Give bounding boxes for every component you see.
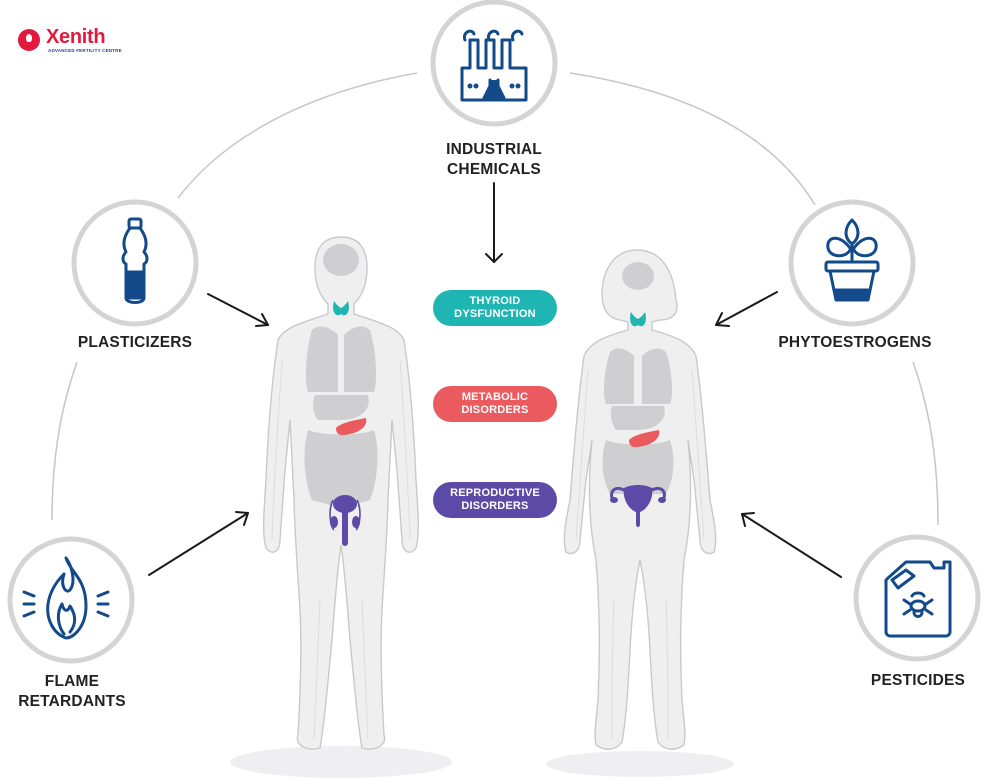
arc-industrial-plasticizers (177, 72, 418, 199)
female-shadow (546, 751, 734, 777)
ring-pesticides (853, 534, 981, 662)
male-lungs (305, 326, 377, 392)
pill-line: DYSFUNCTION (454, 308, 536, 320)
female-liver (610, 406, 665, 430)
arc-plasticizers-flame (51, 361, 78, 521)
arrow-flame (148, 511, 249, 576)
logo-tagline: ADVANCED FERTILITY CENTRE (48, 48, 122, 53)
pill-line: REPRODUCTIVE (450, 487, 540, 499)
pill-line: DISORDERS (461, 500, 529, 512)
female-brain (622, 262, 654, 290)
label-pesticides: PESTICIDES (848, 671, 988, 691)
pill-line: DISORDERS (461, 404, 529, 416)
male-pancreas (336, 418, 367, 436)
factory-flask-icon (460, 29, 528, 102)
arrows (148, 182, 842, 578)
label-line: PLASTICIZERS (77, 334, 193, 351)
label-plasticizers: PLASTICIZERS (65, 333, 205, 353)
label-line: FLAME (44, 673, 100, 690)
male-brain (323, 244, 359, 276)
logo-mark-icon (18, 29, 40, 51)
label-line: PHYTOESTROGENS (778, 334, 932, 351)
label-industrial-chemicals: INDUSTRIAL CHEMICALS (424, 140, 564, 180)
label-line: RETARDANTS (18, 693, 126, 710)
female-pancreas (629, 430, 660, 448)
female-vessels (575, 369, 705, 741)
male-liver (313, 395, 369, 420)
label-phytoestrogens: PHYTOESTROGENS (770, 333, 940, 353)
female-lungs (603, 348, 673, 404)
xenith-logo: Xenith ADVANCED FERTILITY CENTRE (18, 26, 128, 56)
ring-plasticizers (71, 199, 199, 327)
female-thyroid (630, 312, 646, 327)
flame-icon (22, 556, 110, 640)
connector-arcs (51, 72, 939, 526)
female-reproductive (610, 485, 666, 527)
male-reproductive (329, 495, 361, 546)
pesticide-canister-icon (884, 560, 952, 638)
label-line: CHEMICALS (447, 161, 541, 178)
arrow-phytoestrogens (715, 291, 778, 327)
male-shadow (230, 746, 452, 778)
label-flame-retardants: FLAME RETARDANTS (2, 672, 142, 712)
arrow-industrial-down (485, 182, 503, 263)
ring-flame (7, 536, 135, 664)
female-intestines (602, 440, 674, 494)
pill-line: THYROID (469, 295, 521, 307)
male-figure (262, 236, 420, 750)
plastic-bottle-icon (121, 217, 149, 304)
pill-line: METABOLIC (461, 391, 529, 403)
arc-phytoestrogens-pesticides (912, 361, 939, 526)
arrow-pesticides (741, 512, 842, 578)
arrow-plasticizers (207, 293, 269, 327)
logo-name: Xenith (46, 26, 106, 48)
effect-thyroid-dysfunction: THYROID DYSFUNCTION (433, 290, 557, 326)
female-figure (563, 249, 717, 750)
male-intestines (304, 430, 378, 505)
effect-reproductive-disorders: REPRODUCTIVE DISORDERS (433, 482, 557, 518)
effect-metabolic-disorders: METABOLIC DISORDERS (433, 386, 557, 422)
male-vessels (271, 359, 411, 741)
male-thyroid (333, 301, 349, 316)
potted-plant-icon (824, 218, 880, 302)
arc-industrial-phytoestrogens (569, 72, 816, 206)
label-line: PESTICIDES (870, 672, 966, 689)
label-line: INDUSTRIAL (446, 141, 542, 158)
